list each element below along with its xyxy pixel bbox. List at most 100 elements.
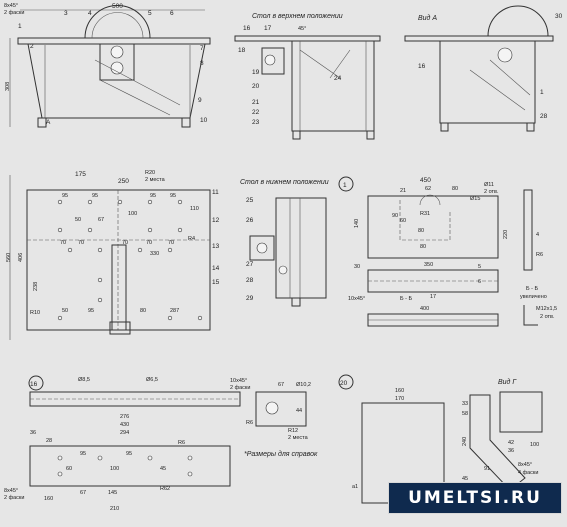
part1-h140: 140	[354, 219, 360, 228]
plate-width-250: 250	[118, 178, 129, 185]
part1-d15: Ø15	[470, 196, 480, 202]
part1-inner-80b: 80	[420, 244, 426, 250]
part1-scale-note: увеличено	[520, 294, 547, 300]
plate-dim-9: 70	[78, 240, 84, 246]
part1-r6: R6	[536, 252, 543, 258]
callout-5: 5	[148, 10, 152, 17]
part16-dim-60: 60	[66, 466, 72, 472]
part16-dim-28: 28	[46, 438, 52, 444]
callout-25: 25	[246, 197, 254, 204]
plate-dim-16: 80	[140, 308, 146, 314]
callout-24: 24	[334, 75, 342, 82]
part16-chamfer-note: 2 фаски	[4, 495, 24, 501]
watermark-text: UMELTSI.RU	[408, 488, 542, 508]
part20-dim-100: 100	[530, 442, 539, 448]
plate-height-560: 560	[6, 253, 12, 262]
part16-dim-95: 95	[80, 451, 86, 457]
plate-dim-5: 95	[170, 193, 176, 199]
plate-drawing: 175 250 R20 2 места 560 406 238 95 95 11…	[6, 170, 220, 340]
r20-note: 2 места	[145, 177, 166, 183]
front-height-label: 308	[5, 82, 11, 91]
part16-dim-45: 45	[160, 466, 166, 472]
part16-r12: R12	[288, 428, 298, 434]
part20-dim-45: 45	[462, 476, 468, 482]
callout-15: 15	[212, 279, 220, 286]
callout-22: 22	[252, 109, 260, 116]
callout-17: 17	[264, 25, 272, 32]
callout-27: 27	[246, 261, 254, 268]
part1-note-4: 4	[536, 232, 539, 238]
callout-1b: 1	[540, 89, 544, 96]
plate-dim-11: 70	[146, 240, 152, 246]
plate-dim-7: 50	[75, 217, 81, 223]
part16-dim-145: 145	[108, 490, 117, 496]
callout-3: 3	[64, 10, 68, 17]
plate-dim-18: 287	[170, 308, 179, 314]
callout-28b: 28	[246, 277, 254, 284]
plate-dim-0: 95	[62, 193, 68, 199]
part1-d11: Ø11	[484, 182, 494, 188]
part16-dim-160: 160	[44, 496, 53, 502]
plate-dim-17: 95	[88, 308, 94, 314]
callout-4: 4	[88, 10, 92, 17]
reference-note: *Размеры для справок	[244, 450, 318, 458]
plate-holes	[57, 199, 203, 321]
part16-d44: 44	[296, 408, 302, 414]
callout-20: 20	[252, 83, 260, 90]
plate-dim-4: 95	[150, 193, 156, 199]
part1-d80: 80	[452, 186, 458, 192]
callout-19: 19	[252, 69, 260, 76]
plate-dim-2: 110	[190, 206, 199, 212]
part16-dim-67: 67	[80, 490, 86, 496]
callout-1: 1	[18, 23, 22, 30]
part16-chamfer: 8x45°	[4, 488, 18, 494]
callout-16b: 16	[418, 63, 426, 70]
part16-dim-430: 430	[120, 422, 129, 428]
angle-label: 45°	[298, 26, 306, 32]
part1-d5: 5	[478, 264, 481, 270]
callout-11: 11	[212, 189, 219, 196]
view-g-title: Вид Г	[498, 378, 517, 386]
callout-8: 8	[200, 60, 204, 67]
plate-r10: R10	[30, 310, 40, 316]
part-1-drawing: 1 450 21 62 80 Ø11 2 отв. Ø15 R31 90 80 …	[338, 176, 557, 327]
part1-thread: М12х1,5	[536, 306, 557, 312]
callout-6: 6	[170, 10, 174, 17]
part16-dim-95b: 95	[126, 451, 132, 457]
plate-dim-8: 70	[60, 240, 66, 246]
view-a: Вид А 30 16 28 1	[404, 5, 563, 132]
part1-d62: 62	[425, 186, 431, 192]
callout-23: 23	[252, 119, 260, 126]
callout-26: 26	[246, 217, 254, 224]
callout-9: 9	[198, 97, 202, 104]
plate-dim-13: 330	[150, 251, 159, 257]
part-16-drawing: 16 Ø8,5 Ø6,5 10х45° 2 фаски 276 430 36 2…	[4, 375, 318, 512]
part1-inner-90: 90	[392, 213, 398, 219]
plate-r4: R4	[188, 236, 195, 242]
section-mark-a: A	[46, 119, 51, 126]
part16-d67: 67	[278, 382, 284, 388]
plate-dim-3: 100	[128, 211, 137, 217]
watermark-logo: UMELTSI.RU	[388, 482, 562, 514]
part1-section-b: Б - Б	[526, 286, 538, 292]
callout-30: 30	[555, 13, 563, 20]
callout-2: 2	[30, 43, 34, 50]
part20-h240: 240	[462, 437, 468, 446]
part16-r62: R62	[160, 486, 170, 492]
part20-w170: 170	[395, 396, 404, 402]
part1-w400: 400	[420, 306, 429, 312]
callout-10: 10	[200, 117, 208, 124]
part20-note-4: 4 фаски	[518, 470, 538, 476]
part1-r31: R31	[420, 211, 430, 217]
plate-dim-14: 50	[62, 308, 68, 314]
part16-d102: Ø10,2	[296, 382, 311, 388]
part1-h220: 220	[503, 230, 509, 239]
part-16-number: 16	[30, 381, 38, 388]
front-view-assembly: 8x45° 2 фаски 500 308 1 2 3 4 5 6 7 8 9 …	[4, 3, 211, 128]
plate-dim-10: 70	[122, 240, 128, 246]
callout-18: 18	[238, 47, 246, 54]
part1-section: Б - Б	[400, 296, 412, 302]
part16-d65: Ø6,5	[146, 377, 158, 383]
